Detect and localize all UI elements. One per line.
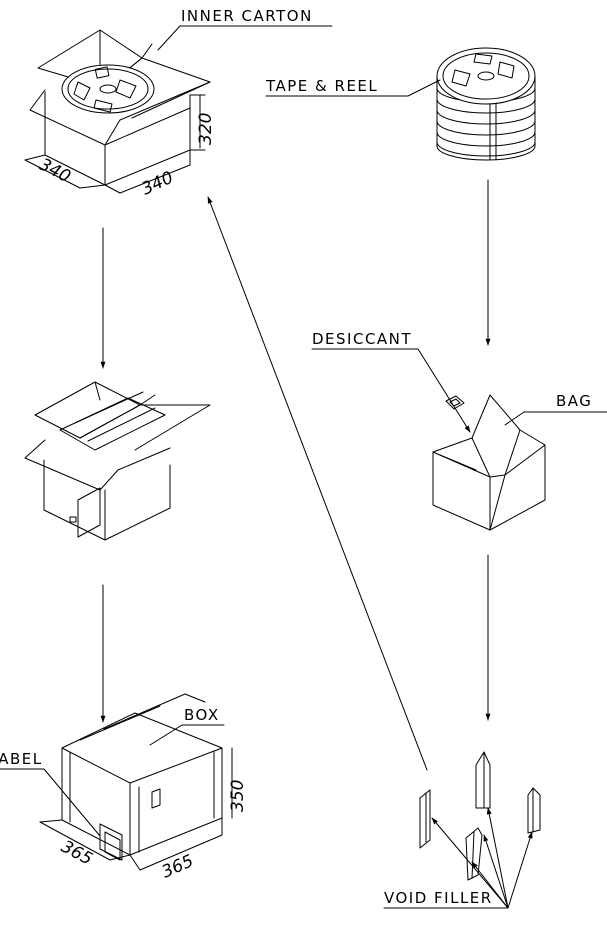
inner-carton-drawing [24,29,211,194]
inner-carton-label: INNER CARTON [181,7,313,25]
inner-carton-height-dim: 320 [196,113,216,145]
box-label: BOX [184,706,220,724]
open-box-drawing [24,381,211,541]
box-depth-dim: 365 [159,851,197,882]
tape-reel-label: TAPE & REEL [265,77,378,95]
box-height-dim: 350 [228,780,248,812]
desiccant-pack-icon [445,395,465,410]
label-label: LABEL [0,750,43,768]
arrow-void-filler-to-inner-carton [207,196,428,771]
desiccant-label: DESICCANT [312,330,412,348]
box-drawing [39,693,233,871]
tape-and-reel-drawing [436,47,536,161]
void-filler-drawing [419,751,541,881]
bag-drawing [432,394,546,531]
bag-label: BAG [556,392,592,410]
box-width-dim: 365 [58,837,96,870]
void-filler-label: VOID FILLER [384,889,493,907]
